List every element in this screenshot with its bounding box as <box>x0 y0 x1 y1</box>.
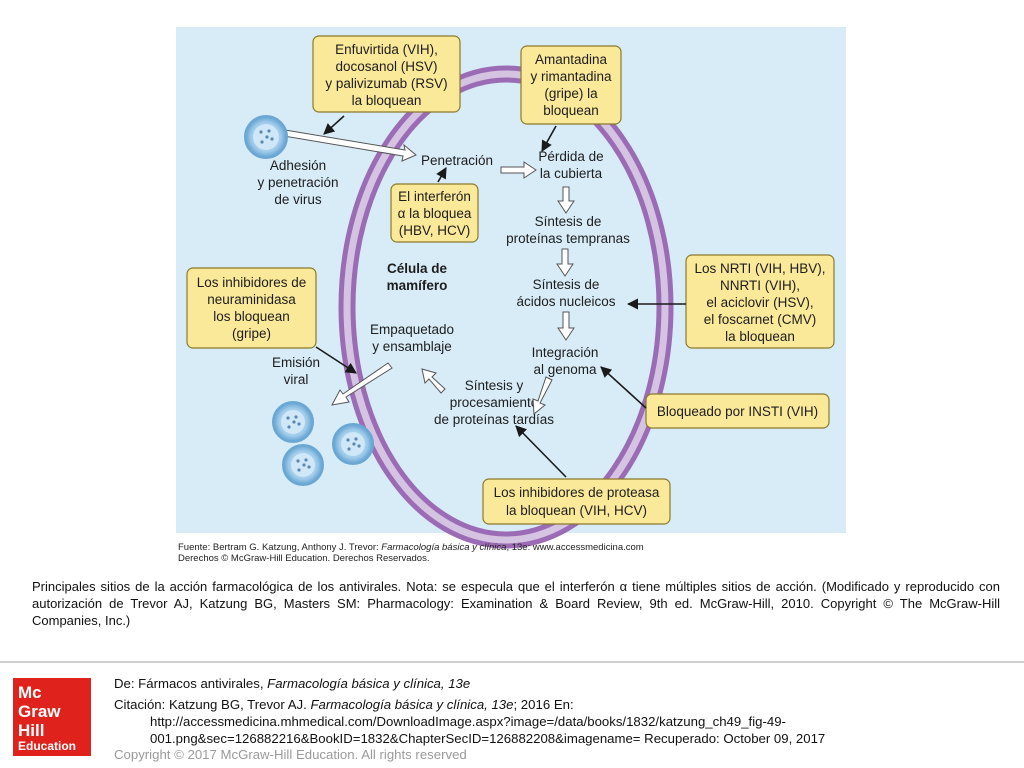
box-line: Los inhibidores de proteasa <box>494 485 660 500</box>
label-integracion: Integración al genoma <box>532 345 599 377</box>
label-line: viral <box>284 372 309 387</box>
arrow-down-2 <box>556 248 574 277</box>
box-line: Los NRTI (VIH, HBV), <box>694 261 825 276</box>
box-enfuvirtida: Enfuvirtida (VIH), docosanol (HSV) y pal… <box>312 35 461 113</box>
label-celula: Célula de mamífero <box>387 261 448 293</box>
arrow-penetracion-perdida <box>500 161 537 179</box>
label-perdida: Pérdida de la cubierta <box>538 149 603 181</box>
box-line: bloquean <box>543 103 599 118</box>
box-amantadina: Amantadina y rimantadina (gripe) la bloq… <box>520 45 622 125</box>
label-emision: Emisión viral <box>272 355 320 387</box>
reference-citation: Citación: Katzung BG, Trevor AJ. Farmaco… <box>114 697 574 712</box>
box-line: la bloquean <box>352 93 422 108</box>
label-line: al genoma <box>533 362 597 377</box>
label-line: Síntesis de <box>535 214 602 229</box>
box-interferon: El interferón α la bloquea (HBV, HCV) <box>390 183 479 243</box>
label-adhesion: Adhesión y penetración de virus <box>257 158 338 207</box>
source-line: Fuente: Bertram G. Katzung, Anthony J. T… <box>178 542 644 553</box>
logo-line: Mc <box>18 683 42 702</box>
box-line: neuraminidasa <box>207 292 296 307</box>
label-sintesis-tardias: Síntesis y procesamiento de proteínas ta… <box>434 378 554 427</box>
box-line: (gripe) la <box>544 86 598 101</box>
box-neuraminidasa: Los inhibidores de neuraminidasa los blo… <box>186 267 317 349</box>
label-sintesis-nucleicos: Síntesis de ácidos nucleicos <box>516 277 615 309</box>
box-line: y rimantadina <box>530 69 612 84</box>
label-line: y ensamblaje <box>372 339 452 354</box>
arrow-integracion-tardias <box>532 376 553 416</box>
logo-line: Education <box>18 739 77 753</box>
box-line: Bloqueado por INSTI (VIH) <box>657 404 818 419</box>
rights-line: Derechos © McGraw-Hill Education. Derech… <box>178 553 429 563</box>
arrow-exit <box>331 362 393 406</box>
box-nrti: Los NRTI (VIH, HBV), NNRTI (VIH), el aci… <box>685 254 835 349</box>
arrow-interferon <box>436 167 447 183</box>
logo-line: Hill <box>18 721 45 740</box>
box-line: docosanol (HSV) <box>335 59 437 74</box>
label-line: mamífero <box>387 278 448 293</box>
arrow-proteasa <box>515 425 567 478</box>
box-line: el foscarnet (CMV) <box>704 312 817 327</box>
label-line: Síntesis de <box>533 277 600 292</box>
mammalian-cell <box>338 65 674 549</box>
copyright-notice: Copyright © 2017 McGraw-Hill Education. … <box>114 747 467 762</box>
box-line: (HBV, HCV) <box>399 223 471 238</box>
box-line: la bloquean <box>725 329 795 344</box>
virus-particles <box>244 115 374 486</box>
box-line: El interferón <box>398 189 471 204</box>
reference-url[interactable]: http://accessmedicina.mhmedical.com/Down… <box>150 714 786 729</box>
footer-divider <box>0 661 1024 663</box>
label-line: la cubierta <box>540 166 603 181</box>
reference-url-continued[interactable]: 001.png&sec=126882216&BookID=1832&Chapte… <box>150 731 826 746</box>
label-line: Empaquetado <box>370 322 454 337</box>
antiviral-diagram: Enfuvirtida (VIH), docosanol (HSV) y pal… <box>176 27 846 563</box>
box-line: NNRTI (VIH), <box>720 278 800 293</box>
label-line: de virus <box>274 192 322 207</box>
box-insti: Bloqueado por INSTI (VIH) <box>645 393 830 429</box>
label-sintesis-tempranas: Síntesis de proteínas tempranas <box>506 214 630 246</box>
arrow-neuraminidasa <box>315 346 357 374</box>
virus-icon <box>272 401 314 443</box>
box-line: α la bloquea <box>398 206 472 221</box>
process-arrows <box>259 125 575 416</box>
box-line: el aciclovir (HSV), <box>706 295 813 310</box>
label-line: Emisión <box>272 355 320 370</box>
label-line: procesamiento <box>450 395 539 410</box>
box-line: y palivizumab (RSV) <box>325 76 447 91</box>
label-line: Pérdida de <box>538 149 603 164</box>
label-penetracion: Penetración <box>421 153 493 168</box>
label-line: Síntesis y <box>465 378 524 393</box>
label-line: Adhesión <box>270 158 326 173</box>
box-line: Amantadina <box>535 52 608 67</box>
figure-caption: Principales sitios de la acción farmacol… <box>32 579 1000 628</box>
label-line: proteínas tempranas <box>506 231 630 246</box>
label-line: Integración <box>532 345 599 360</box>
label-line: y penetración <box>257 175 338 190</box>
box-line: Enfuvirtida (VIH), <box>335 42 438 57</box>
box-line: los bloquean <box>213 309 290 324</box>
arrow-down-3 <box>557 311 575 341</box>
arrow-tardias-empaquetado <box>421 368 446 394</box>
label-line: de proteínas tardías <box>434 412 554 427</box>
arrow-enfuvirtida <box>323 115 345 135</box>
virus-icon <box>282 444 324 486</box>
mcgraw-hill-logo: Mc Graw Hill Education <box>13 678 91 756</box>
virus-icon <box>244 115 288 159</box>
arrow-down-1 <box>557 186 575 214</box>
arrow-amantadina <box>541 125 557 152</box>
label-empaquetado: Empaquetado y ensamblaje <box>370 322 454 354</box>
box-line: la bloquean (VIH, HCV) <box>506 503 647 518</box>
label-line: Célula de <box>387 261 448 276</box>
logo-line: Graw <box>18 702 61 721</box>
virus-icon <box>332 423 374 465</box>
label-line: ácidos nucleicos <box>516 294 615 309</box>
box-proteasa: Los inhibidores de proteasa la bloquean … <box>482 478 671 525</box>
arrow-insti <box>600 366 647 409</box>
box-line: (gripe) <box>232 326 271 341</box>
block-arrows <box>315 115 686 478</box>
reference-from: De: Fármacos antivirales, Farmacología b… <box>114 676 471 691</box>
box-line: Los inhibidores de <box>197 275 307 290</box>
